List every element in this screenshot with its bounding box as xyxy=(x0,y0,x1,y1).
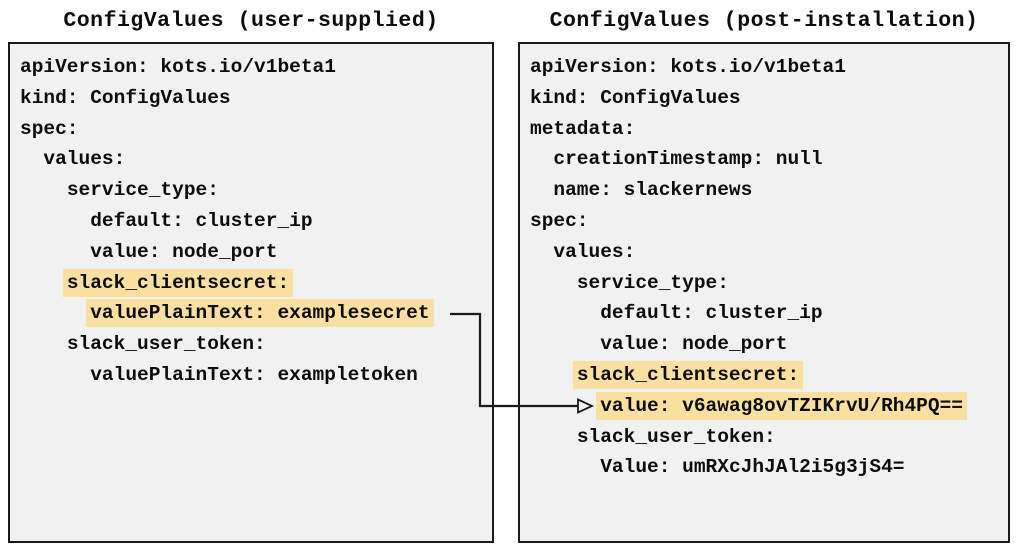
right-panel-title: ConfigValues (post-installation) xyxy=(549,9,979,33)
yaml-text: spec: xyxy=(20,117,79,140)
user-supplied-yaml: apiVersion: kots.io/v1beta1 kind: ConfigV… xyxy=(10,44,492,399)
yaml-line: service_type: xyxy=(20,175,482,206)
yaml-text: default: cluster_ip xyxy=(90,209,313,232)
yaml-line: slack_user_token: xyxy=(20,329,482,360)
yaml-text: name: slackernews xyxy=(553,179,753,202)
post-installation-yaml: apiVersion: kots.io/v1beta1 kind: ConfigV… xyxy=(520,44,1008,491)
yaml-text: apiVersion: kots.io/v1beta1 xyxy=(530,56,846,78)
yaml-line: spec: xyxy=(530,206,998,237)
yaml-line: value: v6awag8ovTZIKrvU/Rh4PQ== xyxy=(530,391,998,422)
yaml-line: valuePlainText: examplesecret xyxy=(20,298,482,329)
yaml-line: apiVersion: kots.io/v1beta1 xyxy=(530,52,998,83)
yaml-line: value: node_port xyxy=(530,329,998,360)
yaml-line: value: node_port xyxy=(20,237,482,268)
yaml-text-highlighted: slack_clientsecret: xyxy=(66,268,290,297)
yaml-line: slack_clientsecret: xyxy=(20,268,482,299)
yaml-line: values: xyxy=(530,237,998,268)
yaml-line: Value: umRXcJhJAl2i5g3jS4= xyxy=(530,452,998,483)
user-supplied-config-panel: apiVersion: kots.io/v1beta1 kind: ConfigV… xyxy=(8,42,494,543)
yaml-text: value: node_port xyxy=(90,240,278,263)
yaml-line: spec: xyxy=(20,114,482,145)
yaml-text: default: cluster_ip xyxy=(600,302,823,325)
yaml-line: valuePlainText: exampletoken xyxy=(20,360,482,391)
yaml-text: kind: ConfigValues xyxy=(530,86,741,109)
yaml-text: slack_user_token: xyxy=(66,333,266,356)
yaml-line: service_type: xyxy=(530,268,998,299)
yaml-line: default: cluster_ip xyxy=(20,206,482,237)
left-panel-title: ConfigValues (user-supplied) xyxy=(63,9,439,33)
yaml-text: valuePlainText: exampletoken xyxy=(90,363,418,386)
yaml-line: name: slackernews xyxy=(530,175,998,206)
yaml-text: Value: umRXcJhJAl2i5g3jS4= xyxy=(600,456,905,479)
yaml-text: kind: ConfigValues xyxy=(20,86,231,109)
yaml-line: default: cluster_ip xyxy=(530,298,998,329)
post-installation-config-panel: apiVersion: kots.io/v1beta1 kind: ConfigV… xyxy=(518,42,1010,543)
yaml-line: kind: ConfigValues xyxy=(20,83,482,114)
yaml-text: apiVersion: kots.io/v1beta1 xyxy=(20,56,336,78)
yaml-line: values: xyxy=(20,144,482,175)
yaml-text: metadata: xyxy=(530,117,636,140)
yaml-line: slack_clientsecret: xyxy=(530,360,998,391)
yaml-line: apiVersion: kots.io/v1beta1 xyxy=(20,52,482,83)
yaml-text-highlighted: valuePlainText: examplesecret xyxy=(90,299,430,328)
yaml-line: creationTimestamp: null xyxy=(530,144,998,175)
yaml-text: spec: xyxy=(530,209,589,232)
yaml-line: slack_user_token: xyxy=(530,422,998,453)
yaml-text-highlighted: slack_clientsecret: xyxy=(576,360,800,389)
yaml-text: values: xyxy=(553,240,636,263)
yaml-text: service_type: xyxy=(66,179,219,202)
yaml-text: creationTimestamp: null xyxy=(553,148,823,171)
yaml-text: service_type: xyxy=(576,271,729,294)
yaml-text: slack_user_token: xyxy=(576,425,776,448)
yaml-text: value: node_port xyxy=(600,333,788,356)
yaml-text: values: xyxy=(43,148,126,171)
yaml-line: metadata: xyxy=(530,114,998,145)
yaml-line: kind: ConfigValues xyxy=(530,83,998,114)
yaml-text-highlighted: value: v6awag8ovTZIKrvU/Rh4PQ== xyxy=(600,391,963,420)
